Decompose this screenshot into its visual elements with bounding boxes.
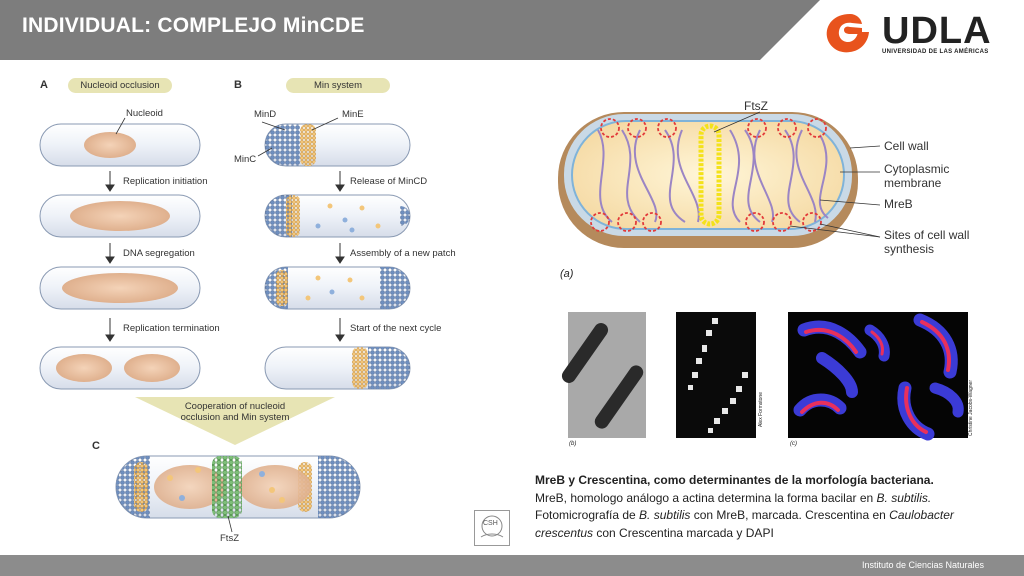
figure-left-drawing [39, 117, 411, 533]
synthesis-sites-label: Sites of cell wall synthesis [884, 228, 970, 256]
figure-right-drawing [558, 111, 968, 441]
slide-title: INDIVIDUAL: COMPLEJO MinCDE [22, 14, 365, 37]
udla-logo: UDLA UNIVERSIDAD DE LAS AMÉRICAS [822, 10, 991, 60]
figure-caption: MreB y Crescentina, como determinantes d… [535, 472, 985, 542]
ftsz-label-a: FtsZ [744, 99, 768, 113]
mreb-label: MreB [884, 197, 913, 211]
panel-b-letter: B [234, 79, 242, 91]
logo-subtitle: UNIVERSIDAD DE LAS AMÉRICAS [882, 49, 989, 55]
figure-b-letter: (b) [569, 441, 577, 447]
ftsz-ring [698, 123, 722, 227]
panel-a-title: Nucleoid occlusion [68, 78, 172, 93]
micrograph-crescentin [788, 312, 968, 441]
minc-label: MinC [234, 154, 257, 165]
cell-wall-label: Cell wall [884, 139, 929, 153]
rod-cell [558, 112, 858, 248]
panel-a-letter: A [40, 79, 48, 91]
panel-b-title: Min system [286, 78, 390, 93]
step-b-2: Assembly of a new patch [350, 248, 456, 259]
credit-c: Christine Jacobs-Wagner [968, 380, 974, 436]
cytoplasmic-membrane-label: Cytoplasmic membrane [884, 162, 950, 190]
panel-b-pointers [257, 117, 339, 157]
figure-c-letter: (c) [790, 441, 797, 447]
caption-text-4: con Crescentina marcada y DAPI [593, 525, 774, 540]
step-a-3: Replication termination [123, 323, 220, 334]
step-b-3: Start of the next cycle [350, 323, 442, 334]
logo-wordmark: UDLA [882, 10, 992, 52]
caption-text-3: con MreB, marcada. Crescentina en [690, 508, 890, 522]
panel-b-arrows [335, 171, 345, 342]
slide-footer: Instituto de Ciencias Naturales [0, 555, 1024, 576]
credit-b: Alex Formstone [758, 392, 764, 428]
caption-italic-3: Caulobacter crescentus [535, 508, 954, 540]
caption-italic-1: B. subtilis. [876, 490, 932, 505]
panel-c-cell [115, 455, 361, 519]
caption-italic-2: B. subtilis [639, 508, 691, 522]
mind-label: MinD [254, 109, 277, 120]
ftsz-label-c: FtsZ [220, 533, 239, 544]
csh-logo: CSH [474, 510, 510, 546]
micrograph-b [561, 312, 646, 438]
figure-a-pointers [713, 111, 881, 238]
step-a-1: Replication initiation [123, 176, 208, 187]
cooperation-label: Cooperation of nucleoid occlusion and Mi… [180, 401, 290, 423]
panel-b-cells [264, 123, 411, 390]
csh-logo-mark [480, 515, 504, 538]
mine-label: MinE [342, 109, 364, 120]
panel-c-letter: C [92, 440, 100, 452]
nucleoid-label: Nucleoid [126, 108, 163, 119]
panel-a-arrows [105, 171, 115, 342]
figure-a-letter: (a) [560, 268, 574, 280]
cooperation-triangle [135, 397, 335, 445]
footer-institute: Instituto de Ciencias Naturales [861, 560, 984, 570]
step-a-2: DNA segregation [123, 248, 195, 259]
step-b-1: Release of MinCD [350, 176, 428, 187]
caption-text-2: Fotomicrografía de [535, 508, 640, 522]
csh-logo-text: CSH [483, 520, 498, 527]
panel-a-cells [39, 123, 201, 390]
caption-text-1: MreB, homologo análogo a actina determin… [535, 490, 877, 505]
wall-synthesis-sites [590, 118, 827, 232]
micrograph-mreb [676, 312, 756, 438]
caption-title: MreB y Crescentina, como determinantes d… [535, 473, 934, 487]
slide-header: INDIVIDUAL: COMPLEJO MinCDE UDLA UNIVERS… [0, 0, 1024, 60]
udla-logo-mark [826, 14, 869, 53]
header-banner [0, 0, 820, 60]
panel-b-dots [305, 203, 381, 301]
